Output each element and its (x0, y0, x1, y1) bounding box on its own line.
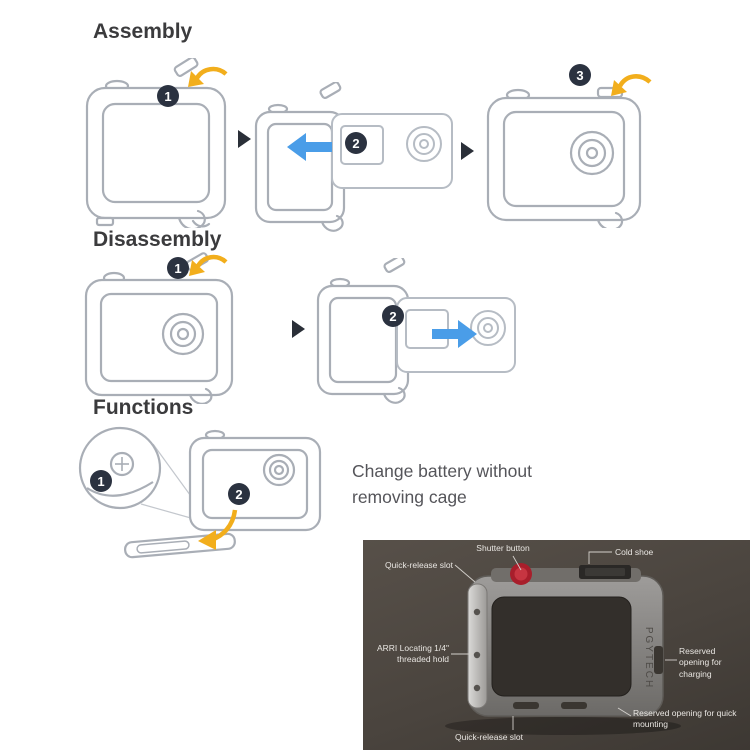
functions-illustration (78, 426, 322, 559)
step-badge: 2 (228, 483, 250, 505)
cage-outline (84, 252, 234, 404)
label-leader-lines (451, 551, 677, 730)
quick-release-rail (467, 583, 488, 709)
label-cold-shoe: Cold shoe (615, 547, 654, 557)
assembly-step1-illustration (85, 58, 228, 228)
cage-outline (316, 258, 410, 404)
disassembly-step2-illustration (316, 258, 516, 404)
step-badge: 3 (569, 64, 591, 86)
open-latch (383, 258, 406, 274)
step-badge: 1 (90, 470, 112, 492)
product-photo: PGYTECH Shutter button Cold shoe Quick-r… (363, 540, 750, 750)
functions-heading: Functions (93, 396, 194, 419)
functions-caption: Change battery without removing cage (352, 461, 532, 508)
open-latch (319, 82, 342, 100)
next-step-arrow-icon (238, 130, 251, 148)
charging-opening (654, 646, 663, 674)
assembly-step2-illustration (254, 82, 453, 232)
disassembly-step1-illustration (84, 252, 234, 404)
magnifier-detail (78, 426, 162, 510)
insert-direction-arrow-icon (287, 133, 332, 161)
label-quick-release-slot-bottom: Quick-release slot (455, 732, 524, 742)
step-badge: 1 (157, 85, 179, 107)
cage-product-image: PGYTECH (445, 551, 681, 735)
bottom-slot (561, 702, 587, 709)
brand-engraving: PGYTECH (643, 627, 654, 689)
open-latch-arrow-icon (189, 254, 228, 276)
cage-outline (85, 58, 227, 228)
label-arri-thread: ARRI Locating 1/4" threaded hold (376, 643, 449, 665)
cage-outline (188, 429, 322, 532)
assembly-heading: Assembly (93, 20, 193, 43)
next-step-arrow-icon (461, 142, 474, 160)
open-door-arrow-icon (198, 509, 238, 550)
assembly-step3-illustration (486, 74, 652, 228)
floor-shadow (445, 717, 681, 735)
open-latch (173, 58, 199, 77)
arri-locating-hole (473, 651, 481, 659)
disassembly-heading: Disassembly (93, 228, 222, 251)
label-charging-opening: Reserved opening for charging (679, 646, 722, 679)
label-quick-mounting: Reserved opening for quick mounting (633, 708, 737, 730)
close-latch-arrow-icon (188, 66, 228, 87)
label-quick-release-slot-top: Quick-release slot (384, 560, 453, 570)
next-step-arrow-icon (292, 320, 305, 338)
step-badge: 1 (167, 257, 189, 279)
cage-outline (486, 86, 642, 228)
step-badge: 2 (382, 305, 404, 327)
close-latch-arrow-icon (611, 74, 652, 96)
bottom-slot (513, 702, 539, 709)
remove-direction-arrow-icon (432, 320, 477, 348)
label-shutter-button: Shutter button (476, 543, 530, 553)
cage-opening (491, 596, 632, 697)
step-badge: 2 (345, 132, 367, 154)
